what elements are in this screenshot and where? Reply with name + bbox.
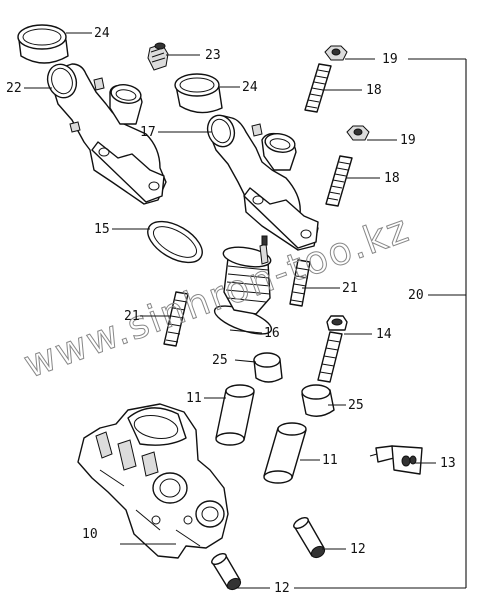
stud-part-21-left	[163, 291, 189, 347]
callout-21: 21	[342, 281, 358, 296]
ring-part-24-upper	[17, 24, 69, 64]
water-outlet-part-22	[46, 63, 167, 205]
bushing-part-25-upper	[253, 352, 283, 383]
callout-23: 23	[205, 48, 221, 63]
callout-25: 25	[212, 353, 228, 368]
callout-10: 10	[82, 527, 98, 542]
callout-13: 13	[440, 456, 456, 471]
sensor-part-13	[369, 445, 423, 475]
thermostat-part-16	[213, 235, 273, 335]
callout-labels: 24 23 22 24 19 17 18 19 18 15 21 21 16 1…	[6, 26, 456, 596]
callout-14: 14	[376, 327, 392, 342]
gasket-part-15	[147, 220, 203, 264]
callout-18: 18	[384, 171, 400, 186]
leader-lines	[24, 32, 467, 589]
callout-24: 24	[94, 26, 110, 41]
callout-25: 25	[348, 398, 364, 413]
callout-19: 19	[382, 52, 398, 67]
callout-24: 24	[242, 80, 258, 95]
bushing-part-25-lower	[301, 384, 335, 417]
callout-17: 17	[140, 125, 156, 140]
nut-part-19-upper	[324, 45, 348, 61]
callout-15: 15	[94, 222, 110, 237]
pipe-part-11-left	[215, 384, 255, 446]
pipe-part-12-lower	[211, 553, 242, 591]
stud-part-18-upper	[304, 63, 332, 113]
pipe-part-11-right	[263, 422, 307, 484]
bolt-part-14	[317, 315, 348, 383]
callout-12: 12	[274, 581, 290, 596]
callout-20: 20	[408, 288, 424, 303]
callout-19: 19	[400, 133, 416, 148]
nut-part-19-lower	[346, 125, 370, 141]
pipe-part-12-upper	[293, 517, 326, 559]
callout-11: 11	[322, 453, 338, 468]
water-outlet-part-17	[206, 114, 319, 251]
callout-16: 16	[264, 326, 280, 341]
ring-part-24-lower	[174, 73, 223, 114]
stud-part-21-right	[289, 259, 311, 307]
callout-21: 21	[124, 309, 140, 324]
bleed-screw-part-23	[147, 42, 169, 71]
stud-part-18-lower	[325, 155, 353, 207]
callout-18: 18	[366, 83, 382, 98]
thermostat-housing-part-10	[77, 403, 229, 559]
callout-22: 22	[6, 81, 22, 96]
callout-11: 11	[186, 391, 202, 406]
callout-12: 12	[350, 542, 366, 557]
